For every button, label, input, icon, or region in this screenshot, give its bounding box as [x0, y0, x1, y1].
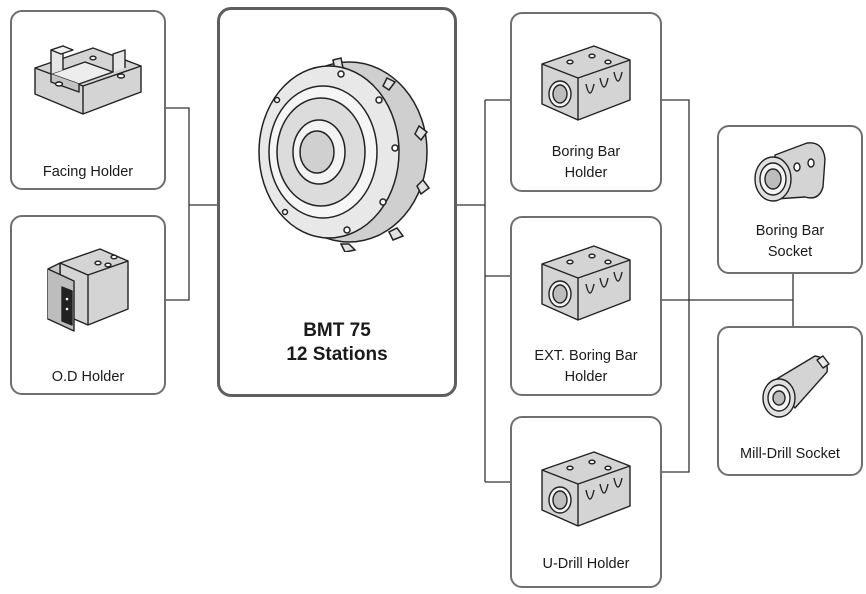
boring-bar-holder-label: Boring Bar Holder [551, 144, 621, 181]
u-drill-holder-box[interactable]: U-Drill Holder [510, 416, 662, 588]
mill-drill-socket-icon [762, 355, 830, 418]
boring-bar-socket-icon [754, 142, 826, 202]
ext-boring-bar-holder-box[interactable]: EXT. Boring Bar Holder [510, 216, 662, 396]
boring-bar-socket-box[interactable]: Boring Bar Socket [717, 125, 863, 274]
ext-boring-bar-holder-label: EXT. Boring Bar Holder [534, 348, 638, 385]
ext-boring-bar-holder-icon [541, 245, 631, 321]
mill-drill-socket-box[interactable]: Mill-Drill Socket [717, 326, 863, 476]
facing-holder-box[interactable]: Facing Holder [10, 10, 166, 190]
u-drill-holder-icon [541, 451, 631, 527]
turret-disc-icon [258, 57, 431, 252]
od-holder-box[interactable]: O.D Holder [10, 215, 166, 395]
facing-holder-icon [34, 45, 142, 115]
turret-main-box[interactable]: BMT 75 12 Stations [217, 7, 457, 397]
turret-title: BMT 75 12 Stations [286, 320, 388, 365]
od-holder-icon [47, 248, 129, 332]
boring-bar-socket-label: Boring Bar Socket [755, 223, 825, 260]
od-holder-label: O.D Holder [51, 369, 125, 385]
mill-drill-socket-label: Mill-Drill Socket [740, 446, 840, 462]
u-drill-holder-label: U-Drill Holder [542, 556, 630, 572]
boring-bar-holder-box[interactable]: Boring Bar Holder [510, 12, 662, 192]
facing-holder-label: Facing Holder [42, 164, 134, 180]
boring-bar-holder-icon [541, 45, 631, 121]
